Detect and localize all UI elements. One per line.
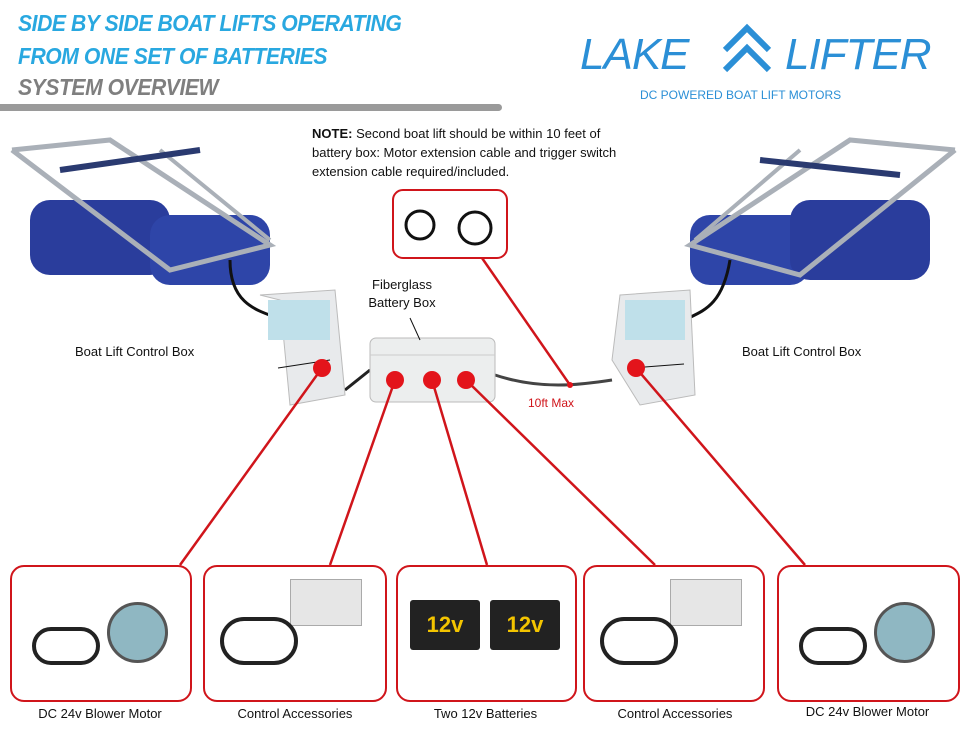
connector-lines — [178, 257, 806, 566]
battery-2: 12v — [490, 600, 560, 650]
boat-lift-right — [683, 137, 957, 285]
component-label: Two 12v Batteries — [433, 706, 538, 721]
cable-image — [799, 627, 867, 665]
lake-lifter-logo: LAKE LIFTER — [580, 23, 950, 80]
logo-word-lifter: LIFTER — [785, 30, 932, 79]
wiring-image — [220, 617, 298, 665]
cable-image — [32, 627, 100, 665]
battery-1: 12v — [410, 600, 480, 650]
boat-lift-left — [10, 137, 277, 285]
component-label: DC 24v Blower Motor — [38, 706, 162, 721]
control-box-left — [259, 289, 346, 406]
controller-image — [290, 579, 362, 626]
label-distance: 10ft Max — [528, 396, 575, 410]
logo-word-lake: LAKE — [580, 30, 690, 79]
note-label: NOTE: — [312, 126, 353, 141]
label-control-box-left: Boat Lift Control Box — [75, 344, 195, 359]
component-label: DC 24v Blower Motor — [805, 704, 930, 719]
component-label: Control Accessories — [617, 706, 733, 721]
title-line-2: FROM ONE SET OF BATTERIES — [18, 43, 328, 69]
subtitle: SYSTEM OVERVIEW — [18, 74, 219, 100]
component-control-accessories-left — [203, 565, 387, 702]
note: NOTE: Second boat lift should be within … — [312, 124, 637, 181]
title-line-1: SIDE BY SIDE BOAT LIFTS OPERATING — [18, 10, 402, 36]
extension-cables-inset — [392, 189, 508, 259]
wiring-image — [600, 617, 678, 665]
title-divider — [0, 104, 502, 111]
component-blower-motor-right — [777, 565, 960, 702]
component-label: Control Accessories — [237, 706, 353, 721]
blower-motor-image — [874, 602, 935, 663]
label-battery-box: Fiberglass Battery Box — [368, 277, 436, 310]
component-blower-motor-left — [10, 565, 192, 702]
component-batteries: 12v 12v — [396, 565, 577, 702]
note-text: Second boat lift should be within 10 fee… — [312, 126, 617, 179]
battery-box — [369, 337, 496, 403]
controller-image — [670, 579, 742, 626]
chevron-up-icon — [722, 23, 772, 73]
component-control-accessories-right — [583, 565, 765, 702]
logo-tagline: DC POWERED BOAT LIFT MOTORS — [640, 88, 842, 102]
label-control-box-right: Boat Lift Control Box — [742, 344, 862, 359]
blower-motor-image — [107, 602, 168, 663]
connector-dots — [313, 359, 645, 389]
